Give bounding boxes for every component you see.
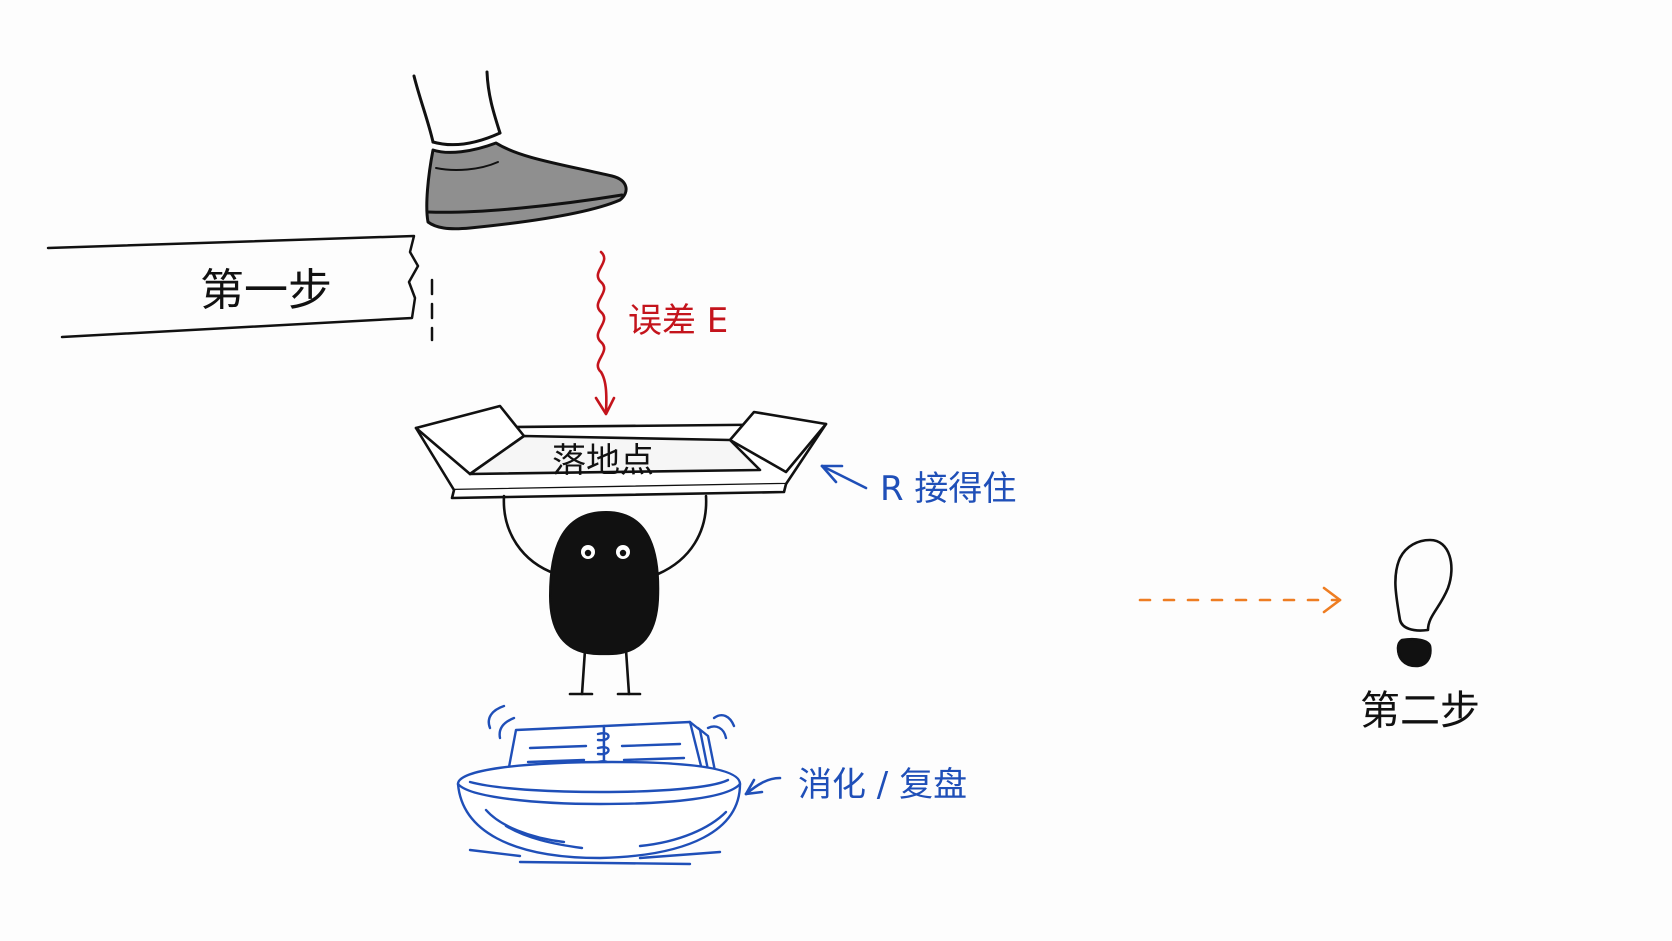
catch-label: R 接得住: [880, 469, 1016, 509]
shoe-icon: [425, 141, 628, 231]
step-two-label: 第二步: [1360, 688, 1480, 734]
error-arrow: [594, 250, 616, 416]
step-one-label: 第一步: [200, 265, 332, 316]
leg-and-shoe: [412, 70, 628, 231]
creature-figure: [502, 494, 708, 696]
footprint-icon: [1394, 538, 1453, 668]
catch-arrow: [820, 464, 868, 490]
error-label: 误差 E: [628, 301, 728, 341]
step-one-slab: [46, 234, 434, 342]
next-step-arrow: [1138, 586, 1342, 614]
landing-tray: [414, 404, 828, 500]
creature-eyes: [581, 545, 630, 559]
bowl-icon: [456, 760, 742, 866]
digest-arrow: [744, 776, 782, 796]
digest-bowl: [456, 704, 742, 866]
digest-label: 消化 / 复盘: [798, 765, 967, 805]
landing-label: 落地点: [552, 441, 654, 481]
